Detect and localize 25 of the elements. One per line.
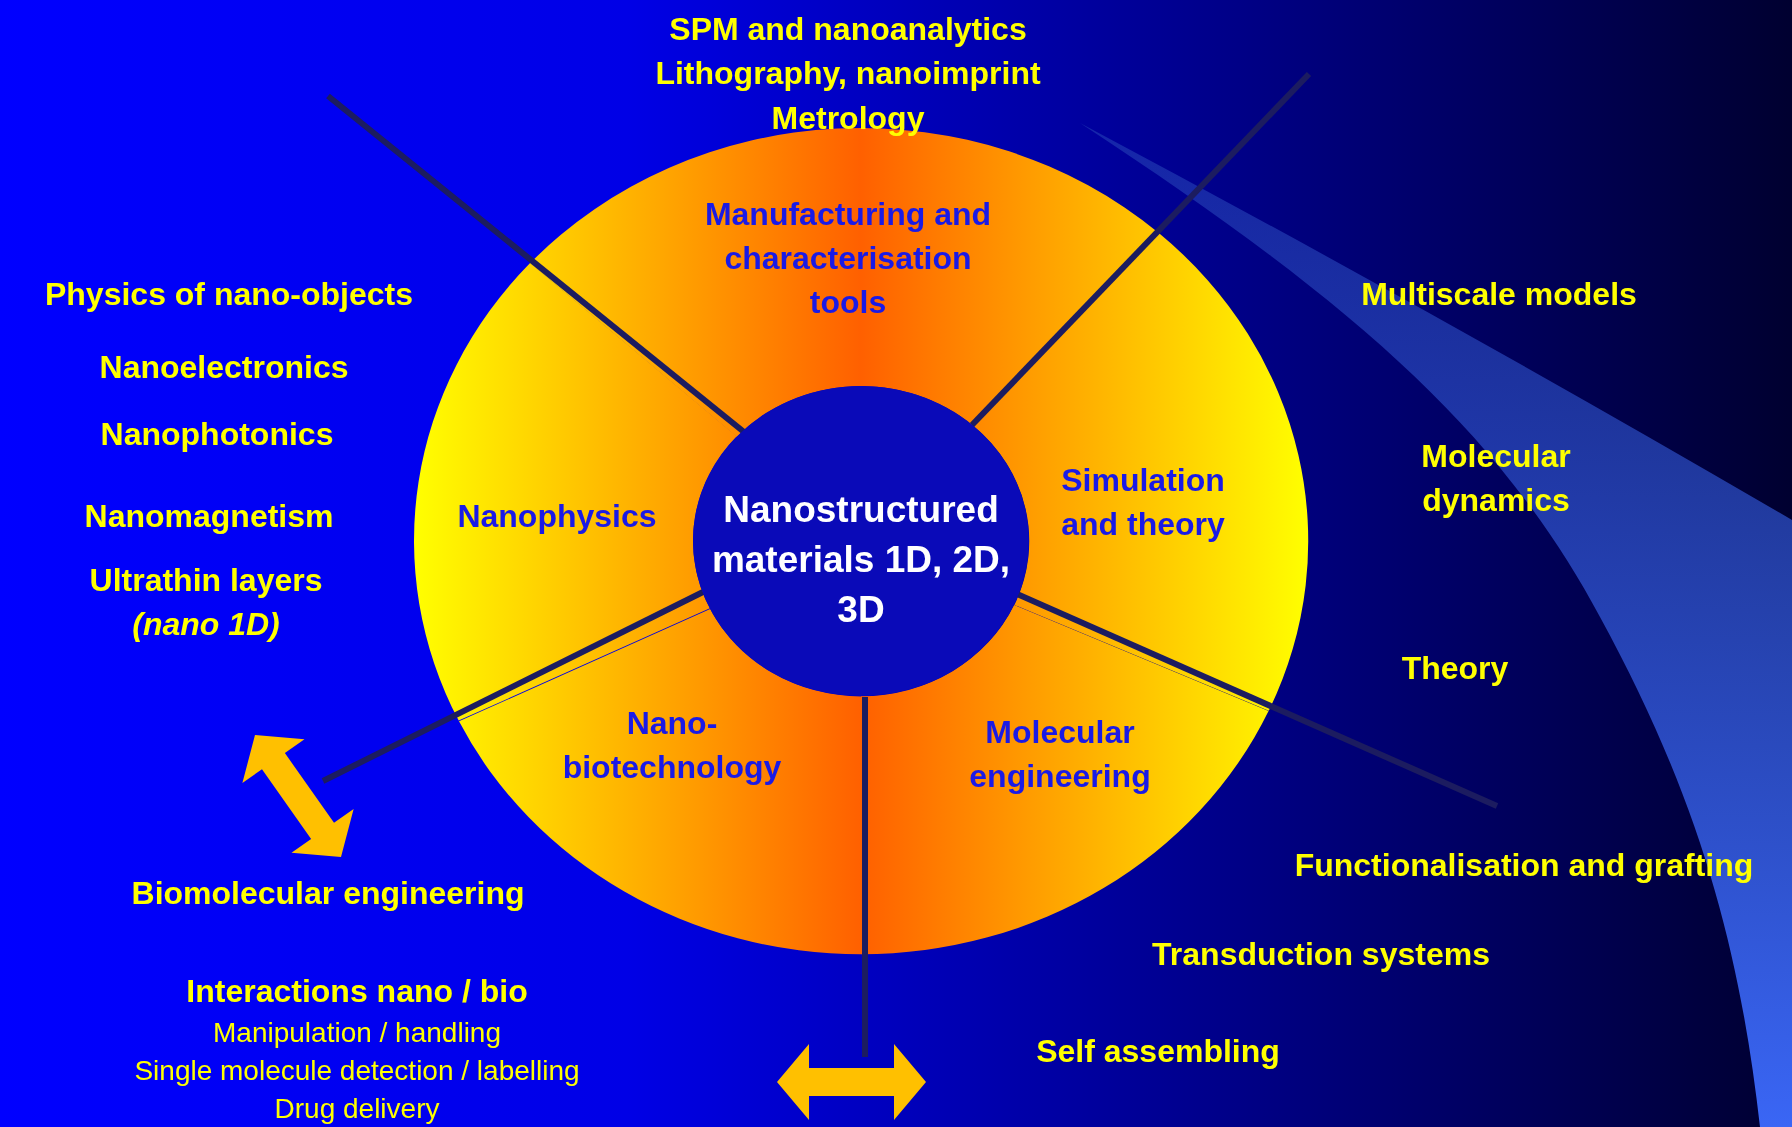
topic-label: Theory [1401, 649, 1509, 688]
topic-label: Nanophotonics [100, 415, 334, 454]
topic-label: Metrology [771, 99, 925, 138]
topic-label: Drug delivery [274, 1092, 440, 1126]
topic-label: Single molecule detection / labelling [134, 1054, 580, 1088]
topic-label: Molecular dynamics [1420, 437, 1572, 520]
topic-label: SPM and nanoanalytics [669, 10, 1027, 49]
topic-label: Transduction systems [1152, 935, 1490, 974]
topic-label: Lithography, nanoimprint [655, 54, 1041, 93]
topic-label: Physics of nano-objects [44, 275, 414, 314]
center-label: Nanostructured materials 1D, 2D, 3D [710, 487, 1012, 632]
topic-label: Ultrathin layers (nano 1D) [88, 561, 324, 644]
segment-label: Molecular engineering [968, 713, 1152, 796]
segment-label: Simulation and theory [1060, 461, 1226, 544]
topic-label: Self assembling [1036, 1032, 1280, 1071]
segment-label: Nano-biotechnology [561, 704, 783, 787]
topic-label: Nanomagnetism [84, 497, 334, 536]
topic-label: Biomolecular engineering [131, 874, 525, 913]
topic-label: Nanoelectronics [99, 348, 349, 387]
topic-label: Functionalisation and grafting [1294, 846, 1754, 885]
segment-label: Nanophysics [456, 497, 658, 536]
topic-label: Manipulation / handling [213, 1016, 501, 1050]
topic-label: Multiscale models [1361, 275, 1637, 314]
topic-label: Interactions nano / bio [186, 972, 528, 1011]
segment-label: Manufacturing and characterisation tools [703, 195, 993, 322]
